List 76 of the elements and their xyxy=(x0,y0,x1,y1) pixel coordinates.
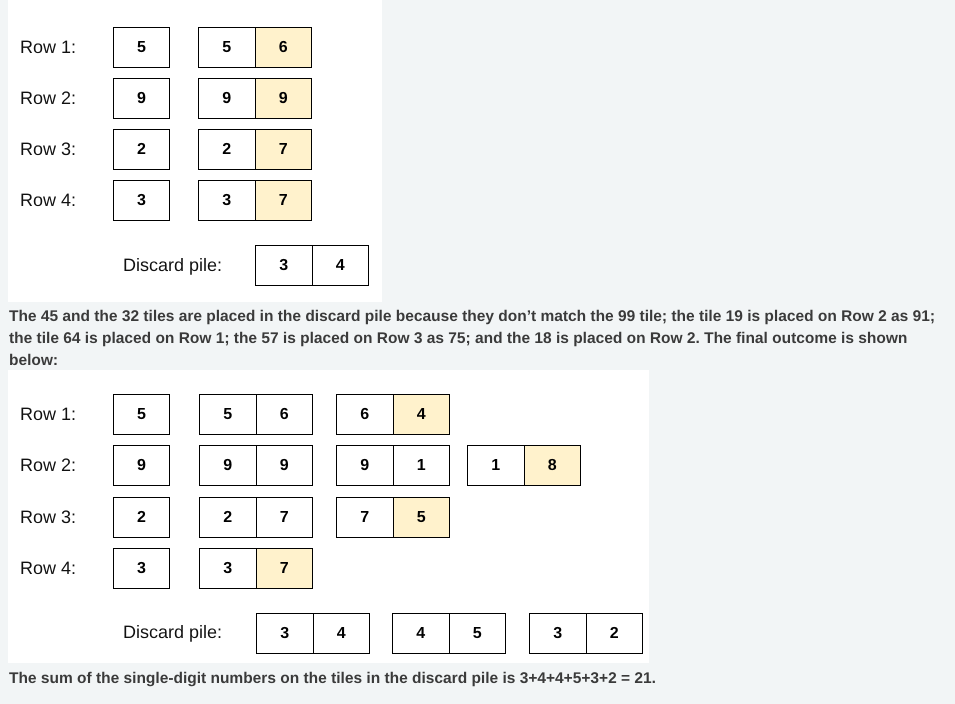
tile-number: 3 xyxy=(221,190,232,210)
tile-number: 5 xyxy=(136,404,147,424)
tile-number: 7 xyxy=(256,498,312,537)
domino-tile xyxy=(198,180,312,221)
tile-number: 4 xyxy=(312,246,368,285)
tile-number: 3 xyxy=(136,190,147,210)
row-label: Row 3: xyxy=(20,139,76,159)
tile-number: 2 xyxy=(222,508,234,528)
domino-tile xyxy=(467,445,581,486)
tile-number: 6 xyxy=(254,28,311,67)
domino-tile xyxy=(336,497,450,538)
domino-tile xyxy=(199,445,313,486)
row-label: Row 3: xyxy=(20,507,76,527)
row-label: Row 4: xyxy=(20,190,76,210)
tile-number: 7 xyxy=(256,549,312,588)
domino-tile xyxy=(255,245,369,286)
row-label: Row 1: xyxy=(20,37,76,57)
tile-number: 5 xyxy=(136,38,147,58)
tile-number: 3 xyxy=(279,624,290,644)
domino-tile xyxy=(199,548,313,589)
row-label: Row 2: xyxy=(20,88,76,108)
number-tile xyxy=(113,78,170,119)
domino-tile xyxy=(392,613,506,654)
tile-number: 5 xyxy=(221,38,232,58)
tile-number: 3 xyxy=(136,558,147,578)
tile-number: 7 xyxy=(254,181,311,220)
row-label: Discard pile: xyxy=(123,255,222,275)
tile-number: 6 xyxy=(359,404,370,424)
number-tile xyxy=(113,445,170,486)
number-tile xyxy=(113,548,170,589)
tile-number: 3 xyxy=(552,624,564,644)
tile-number: 9 xyxy=(359,456,370,476)
tile-number: 7 xyxy=(359,508,370,528)
domino-tile xyxy=(529,613,643,654)
domino-tile xyxy=(199,394,313,435)
tile-number: 6 xyxy=(256,395,312,434)
tile-number: 5 xyxy=(222,404,234,424)
row-label: Row 4: xyxy=(20,558,76,578)
tile-number: 3 xyxy=(278,256,290,276)
tile-number: 2 xyxy=(221,140,232,160)
row-label: Row 1: xyxy=(20,404,76,424)
tile-number: 9 xyxy=(221,88,232,108)
tile-number: 2 xyxy=(586,614,642,653)
explanation-text: The sum of the single-digit numbers on the tiles in the discard pile is 3+4+4+5+3+2 = 21. xyxy=(9,669,657,689)
tile-number: 1 xyxy=(490,456,502,476)
tile-number: 3 xyxy=(222,558,234,578)
domino-tile xyxy=(199,497,313,538)
tile-number: 9 xyxy=(136,456,147,476)
number-tile xyxy=(113,394,170,435)
tile-number: 5 xyxy=(392,498,449,537)
row-label: Row 2: xyxy=(20,455,76,475)
tile-number: 5 xyxy=(448,614,505,653)
tile-number: 9 xyxy=(136,88,147,108)
tile-number: 9 xyxy=(222,456,234,476)
tile-number: 4 xyxy=(392,395,449,434)
number-tile xyxy=(113,497,170,538)
domino-tile xyxy=(198,27,312,68)
tile-number: 9 xyxy=(254,79,311,118)
domino-tile xyxy=(336,445,450,486)
tile-number: 8 xyxy=(524,446,580,485)
tile-number: 2 xyxy=(136,508,147,528)
explanation-text: The 45 and the 32 tiles are placed in the discard pile because they don’t match the 99 tile; the tile 19 is placed on Row 2 as 91; the tile 64 is placed on Row 1; the 57 is placed on Row 3 as 75; and the 18 is placed on Row 2. The final outcome is shown below: xyxy=(9,307,936,371)
domino-tile xyxy=(336,394,450,435)
tile-number: 4 xyxy=(312,614,369,653)
number-tile xyxy=(113,27,170,68)
domino-tile xyxy=(256,613,370,654)
domino-tile xyxy=(198,78,312,119)
number-tile xyxy=(113,129,170,170)
tile-number: 9 xyxy=(256,446,312,485)
tile-number: 4 xyxy=(415,624,426,644)
domino-tile xyxy=(198,129,312,170)
tile-number: 7 xyxy=(254,130,311,169)
number-tile xyxy=(113,180,170,221)
tile-number: 1 xyxy=(392,446,449,485)
tile-number: 2 xyxy=(136,140,147,160)
row-label: Discard pile: xyxy=(123,622,222,642)
